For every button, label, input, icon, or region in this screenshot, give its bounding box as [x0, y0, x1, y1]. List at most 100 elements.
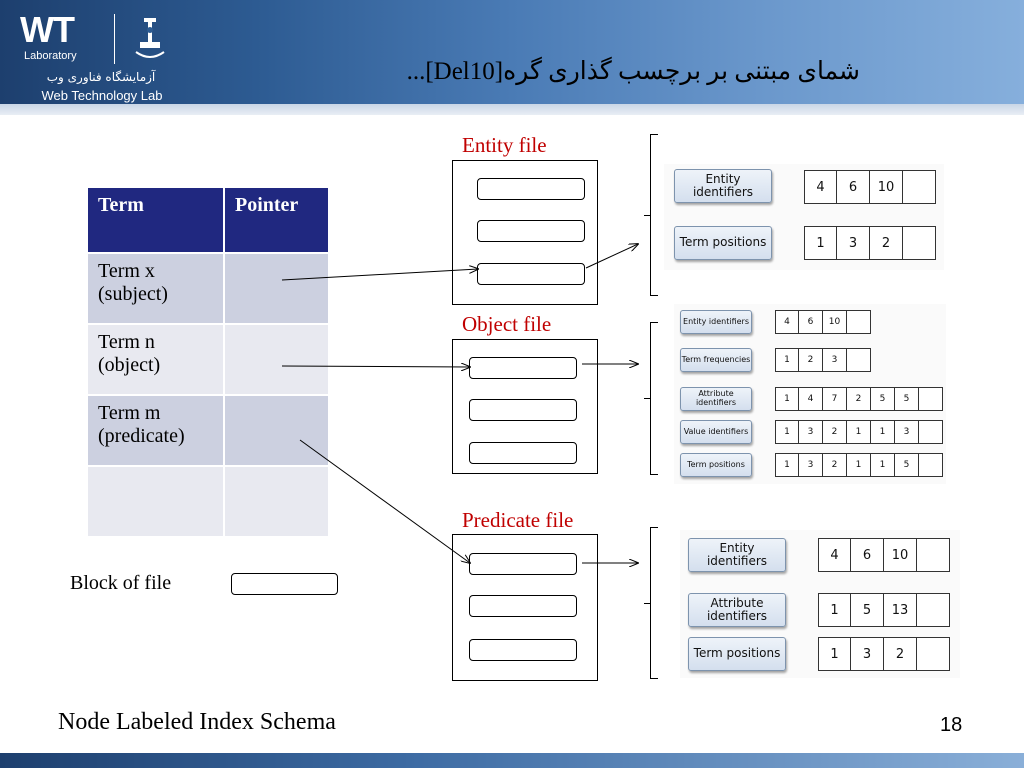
value-cell: 1 — [818, 593, 851, 627]
block-of-file-sample — [231, 573, 338, 595]
value-cell: 10 — [823, 310, 847, 334]
value-identifiers-tag: Value identifiers — [680, 420, 752, 444]
object-brace — [650, 322, 658, 475]
value-cell: 13 — [884, 593, 917, 627]
term-positions-cells: 1 3 2 — [804, 226, 936, 260]
value-cell — [919, 453, 943, 477]
term-positions-tag: Term positions — [680, 453, 752, 477]
slide-title: شمای مبتنی بر برچسب گذاری گره[Del10]... — [406, 58, 860, 85]
attribute-identifiers-cells: 1 4 7 2 5 5 — [775, 387, 943, 411]
file-block — [469, 442, 577, 464]
file-block — [469, 553, 577, 575]
value-cell: 3 — [799, 453, 823, 477]
value-cell — [847, 310, 871, 334]
predicate-brace — [650, 527, 658, 679]
entity-structure-panel: Entity identifiers Term positions 4 6 10… — [664, 164, 944, 270]
logo-divider — [114, 14, 115, 64]
table-row: Term x (subject) — [86, 252, 330, 325]
predicate-file-label: Predicate file — [462, 508, 574, 532]
entity-brace — [650, 134, 658, 296]
value-cell: 4 — [804, 170, 837, 204]
file-block — [477, 220, 585, 242]
value-cell: 10 — [870, 170, 903, 204]
term-pointer-table: Term Pointer Term x (subject) Term n (ob… — [86, 186, 330, 538]
value-cell — [847, 348, 871, 372]
logo-persian-text: آزمایشگاه فناوری وب — [46, 70, 156, 84]
value-cell: 1 — [775, 453, 799, 477]
entity-identifiers-cells: 4 6 10 — [775, 310, 871, 334]
logo-english-text: Web Technology Lab — [41, 88, 163, 103]
value-cell: 6 — [837, 170, 870, 204]
file-block — [477, 178, 585, 200]
brace-tick — [644, 215, 650, 216]
brace-tick — [644, 603, 650, 604]
term-column-header: Term — [86, 186, 225, 254]
value-cell — [919, 387, 943, 411]
value-cell: 3 — [895, 420, 919, 444]
value-cell: 1 — [847, 420, 871, 444]
header-shade — [0, 104, 1024, 115]
entity-identifiers-tag: Entity identifiers — [688, 538, 786, 572]
file-block — [477, 263, 585, 285]
logo-laboratory-text: Laboratory — [24, 50, 77, 62]
entity-identifiers-cells: 4 6 10 — [818, 538, 950, 572]
predicate-structure-panel: Entity identifiers Attribute identifiers… — [680, 530, 960, 678]
value-cell: 5 — [895, 387, 919, 411]
pointer-cell — [223, 252, 330, 325]
footer-bar — [0, 753, 1024, 768]
table-row: Term n (object) — [86, 323, 330, 396]
value-cell: 1 — [775, 387, 799, 411]
pointer-cell — [223, 465, 330, 538]
entity-identifiers-cells: 4 6 10 — [804, 170, 936, 204]
pointer-cell — [223, 323, 330, 396]
value-cell: 4 — [818, 538, 851, 572]
predicate-file-box — [452, 534, 598, 681]
term-positions-cells: 1 3 2 1 1 5 — [775, 453, 943, 477]
value-cell: 3 — [851, 637, 884, 671]
entity-file-box — [452, 160, 598, 305]
value-cell: 7 — [823, 387, 847, 411]
footer-caption: Node Labeled Index Schema — [58, 709, 336, 735]
value-cell: 1 — [847, 453, 871, 477]
lab-logo: WT Laboratory آزمایشگاه فناوری وب Web Te… — [14, 6, 190, 106]
brace-tick — [644, 398, 650, 399]
value-cell: 6 — [799, 310, 823, 334]
logo-wt-text: WT — [20, 9, 75, 50]
value-cell: 2 — [799, 348, 823, 372]
value-cell: 5 — [851, 593, 884, 627]
table-row: Term m (predicate) — [86, 394, 330, 467]
value-cell: 2 — [870, 226, 903, 260]
value-cell: 1 — [871, 453, 895, 477]
entity-identifiers-tag: Entity identifiers — [674, 169, 772, 203]
value-cell: 3 — [837, 226, 870, 260]
object-structure-panel: Entity identifiers Term frequencies Attr… — [674, 304, 946, 484]
value-cell — [917, 637, 950, 671]
university-emblem-icon — [135, 18, 165, 58]
entity-identifiers-tag: Entity identifiers — [680, 310, 752, 334]
value-cell — [903, 170, 936, 204]
header-bar: WT Laboratory آزمایشگاه فناوری وب Web Te… — [0, 0, 1024, 115]
value-cell: 1 — [818, 637, 851, 671]
value-cell: 2 — [884, 637, 917, 671]
value-cell: 10 — [884, 538, 917, 572]
object-file-box — [452, 339, 598, 474]
value-cell: 5 — [871, 387, 895, 411]
value-cell: 2 — [823, 453, 847, 477]
file-block — [469, 639, 577, 661]
object-file-label: Object file — [462, 312, 552, 336]
attribute-identifiers-tag: Attribute identifiers — [688, 593, 786, 627]
term-cell: Term x (subject) — [86, 252, 225, 325]
pointer-cell — [223, 394, 330, 467]
value-cell: 1 — [775, 348, 799, 372]
value-cell: 5 — [895, 453, 919, 477]
value-cell — [917, 593, 950, 627]
term-cell: Term m (predicate) — [86, 394, 225, 467]
value-cell: 2 — [847, 387, 871, 411]
term-cell — [86, 465, 225, 538]
attribute-identifiers-cells: 1 5 13 — [818, 593, 950, 627]
value-cell: 4 — [799, 387, 823, 411]
page-number: 18 — [940, 714, 963, 736]
value-identifiers-cells: 1 3 2 1 1 3 — [775, 420, 943, 444]
value-cell — [917, 538, 950, 572]
